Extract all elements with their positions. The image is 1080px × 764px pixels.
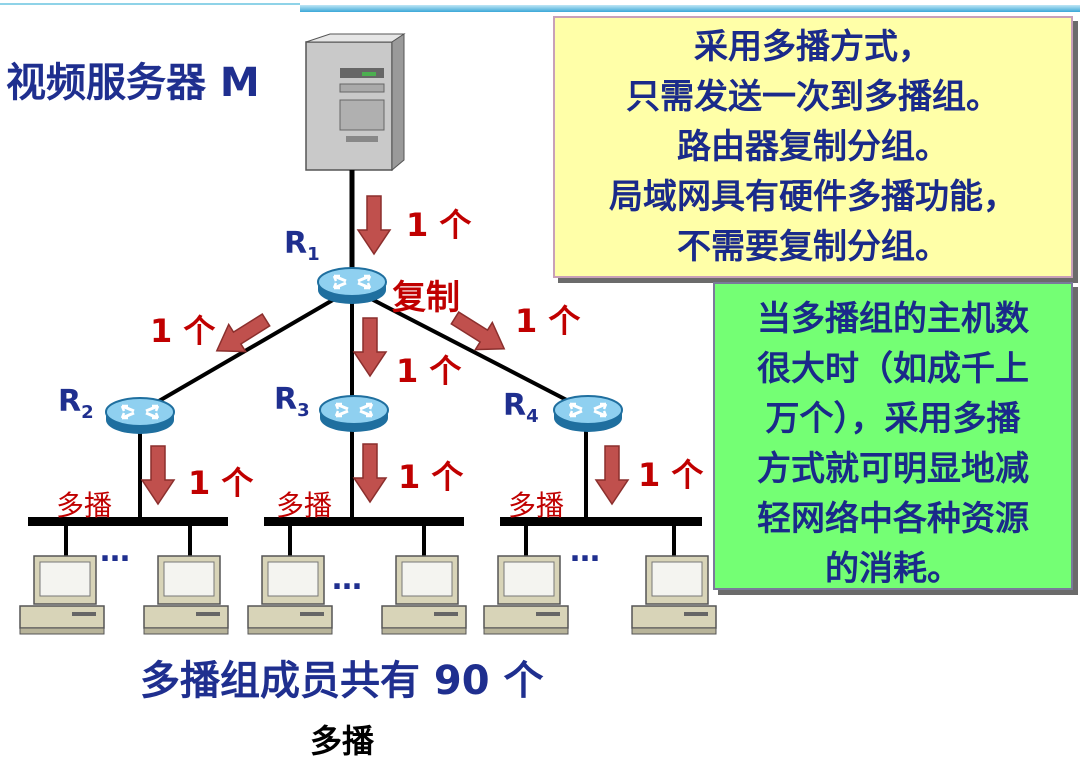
router-label-r4: R4 (503, 388, 539, 427)
info-box-2-line: 万个），采用多播 (765, 399, 1021, 439)
ellipsis: … (332, 562, 362, 597)
desktop-computer-icon (143, 555, 229, 635)
diagram-title: 视频服务器 M (6, 60, 260, 106)
count-label: 1 个 (638, 456, 704, 494)
info-box-1-line: 只需发送一次到多播组。 (626, 77, 1000, 117)
desktop-computer-icon (381, 555, 467, 635)
lan-bus-1 (28, 517, 228, 526)
desktop-computer-icon (19, 555, 105, 635)
count-label: 1 个 (398, 458, 464, 496)
arrow-icon (595, 445, 629, 505)
count-label: 1 个 (515, 302, 581, 340)
router-icon (316, 266, 388, 306)
multicast-label: 多播 (276, 489, 333, 522)
info-box-2-line: 很大时（如成千上 (757, 349, 1029, 389)
router-label-r1: R1 (284, 226, 320, 265)
router-label-r3: R3 (274, 382, 310, 421)
info-box-multicast: 采用多播方式， 只需发送一次到多播组。 路由器复制分组。 局域网具有硬件多播功能… (553, 16, 1073, 278)
lan-bus-2 (264, 517, 464, 526)
desktop-computer-icon (483, 555, 569, 635)
arrow-icon (357, 195, 391, 255)
lan-bus-3 (500, 517, 702, 526)
link-r1-r4 (353, 288, 587, 412)
ellipsis: … (570, 534, 600, 569)
ellipsis: … (100, 534, 130, 569)
router-icon (552, 394, 624, 434)
top-divider (0, 0, 1080, 14)
info-box-2-line: 方式就可明显地减 (757, 449, 1029, 489)
group-caption: 多播组成员共有 90 个 (140, 658, 544, 704)
info-box-1-line: 不需要复制分组。 (677, 227, 949, 267)
info-box-1-line: 局域网具有硬件多播功能， (609, 177, 1017, 217)
arrow-icon (141, 445, 175, 505)
count-label: 1 个 (396, 352, 462, 390)
count-label: 1 个 (188, 464, 254, 502)
desktop-computer-icon (247, 555, 333, 635)
info-box-2-line: 当多播组的主机数 (757, 299, 1029, 339)
arrow-icon (353, 317, 387, 377)
multicast-label: 多播 (56, 489, 113, 522)
footer-label: 多播 (310, 722, 375, 760)
info-box-1-line: 路由器复制分组。 (677, 127, 949, 167)
arrow-icon (207, 305, 276, 366)
count-label: 1 个 (406, 206, 472, 244)
desktop-computer-icon (631, 555, 717, 635)
count-label: 1 个 (150, 312, 216, 350)
router-icon (318, 394, 390, 434)
info-box-2-line: 的消耗。 (825, 549, 961, 589)
server-tower-icon (305, 33, 406, 172)
multicast-label: 多播 (508, 489, 565, 522)
router-icon (104, 396, 176, 436)
info-box-2-line: 轻网络中各种资源 (757, 499, 1029, 539)
info-box-resource: 当多播组的主机数 很大时（如成千上 万个），采用多播 方式就可明显地减 轻网络中… (713, 282, 1073, 590)
arrow-icon (353, 443, 387, 503)
router-label-r2: R2 (58, 384, 94, 423)
info-box-1-line: 采用多播方式， (694, 27, 932, 67)
copy-label: 复制 (392, 278, 460, 318)
